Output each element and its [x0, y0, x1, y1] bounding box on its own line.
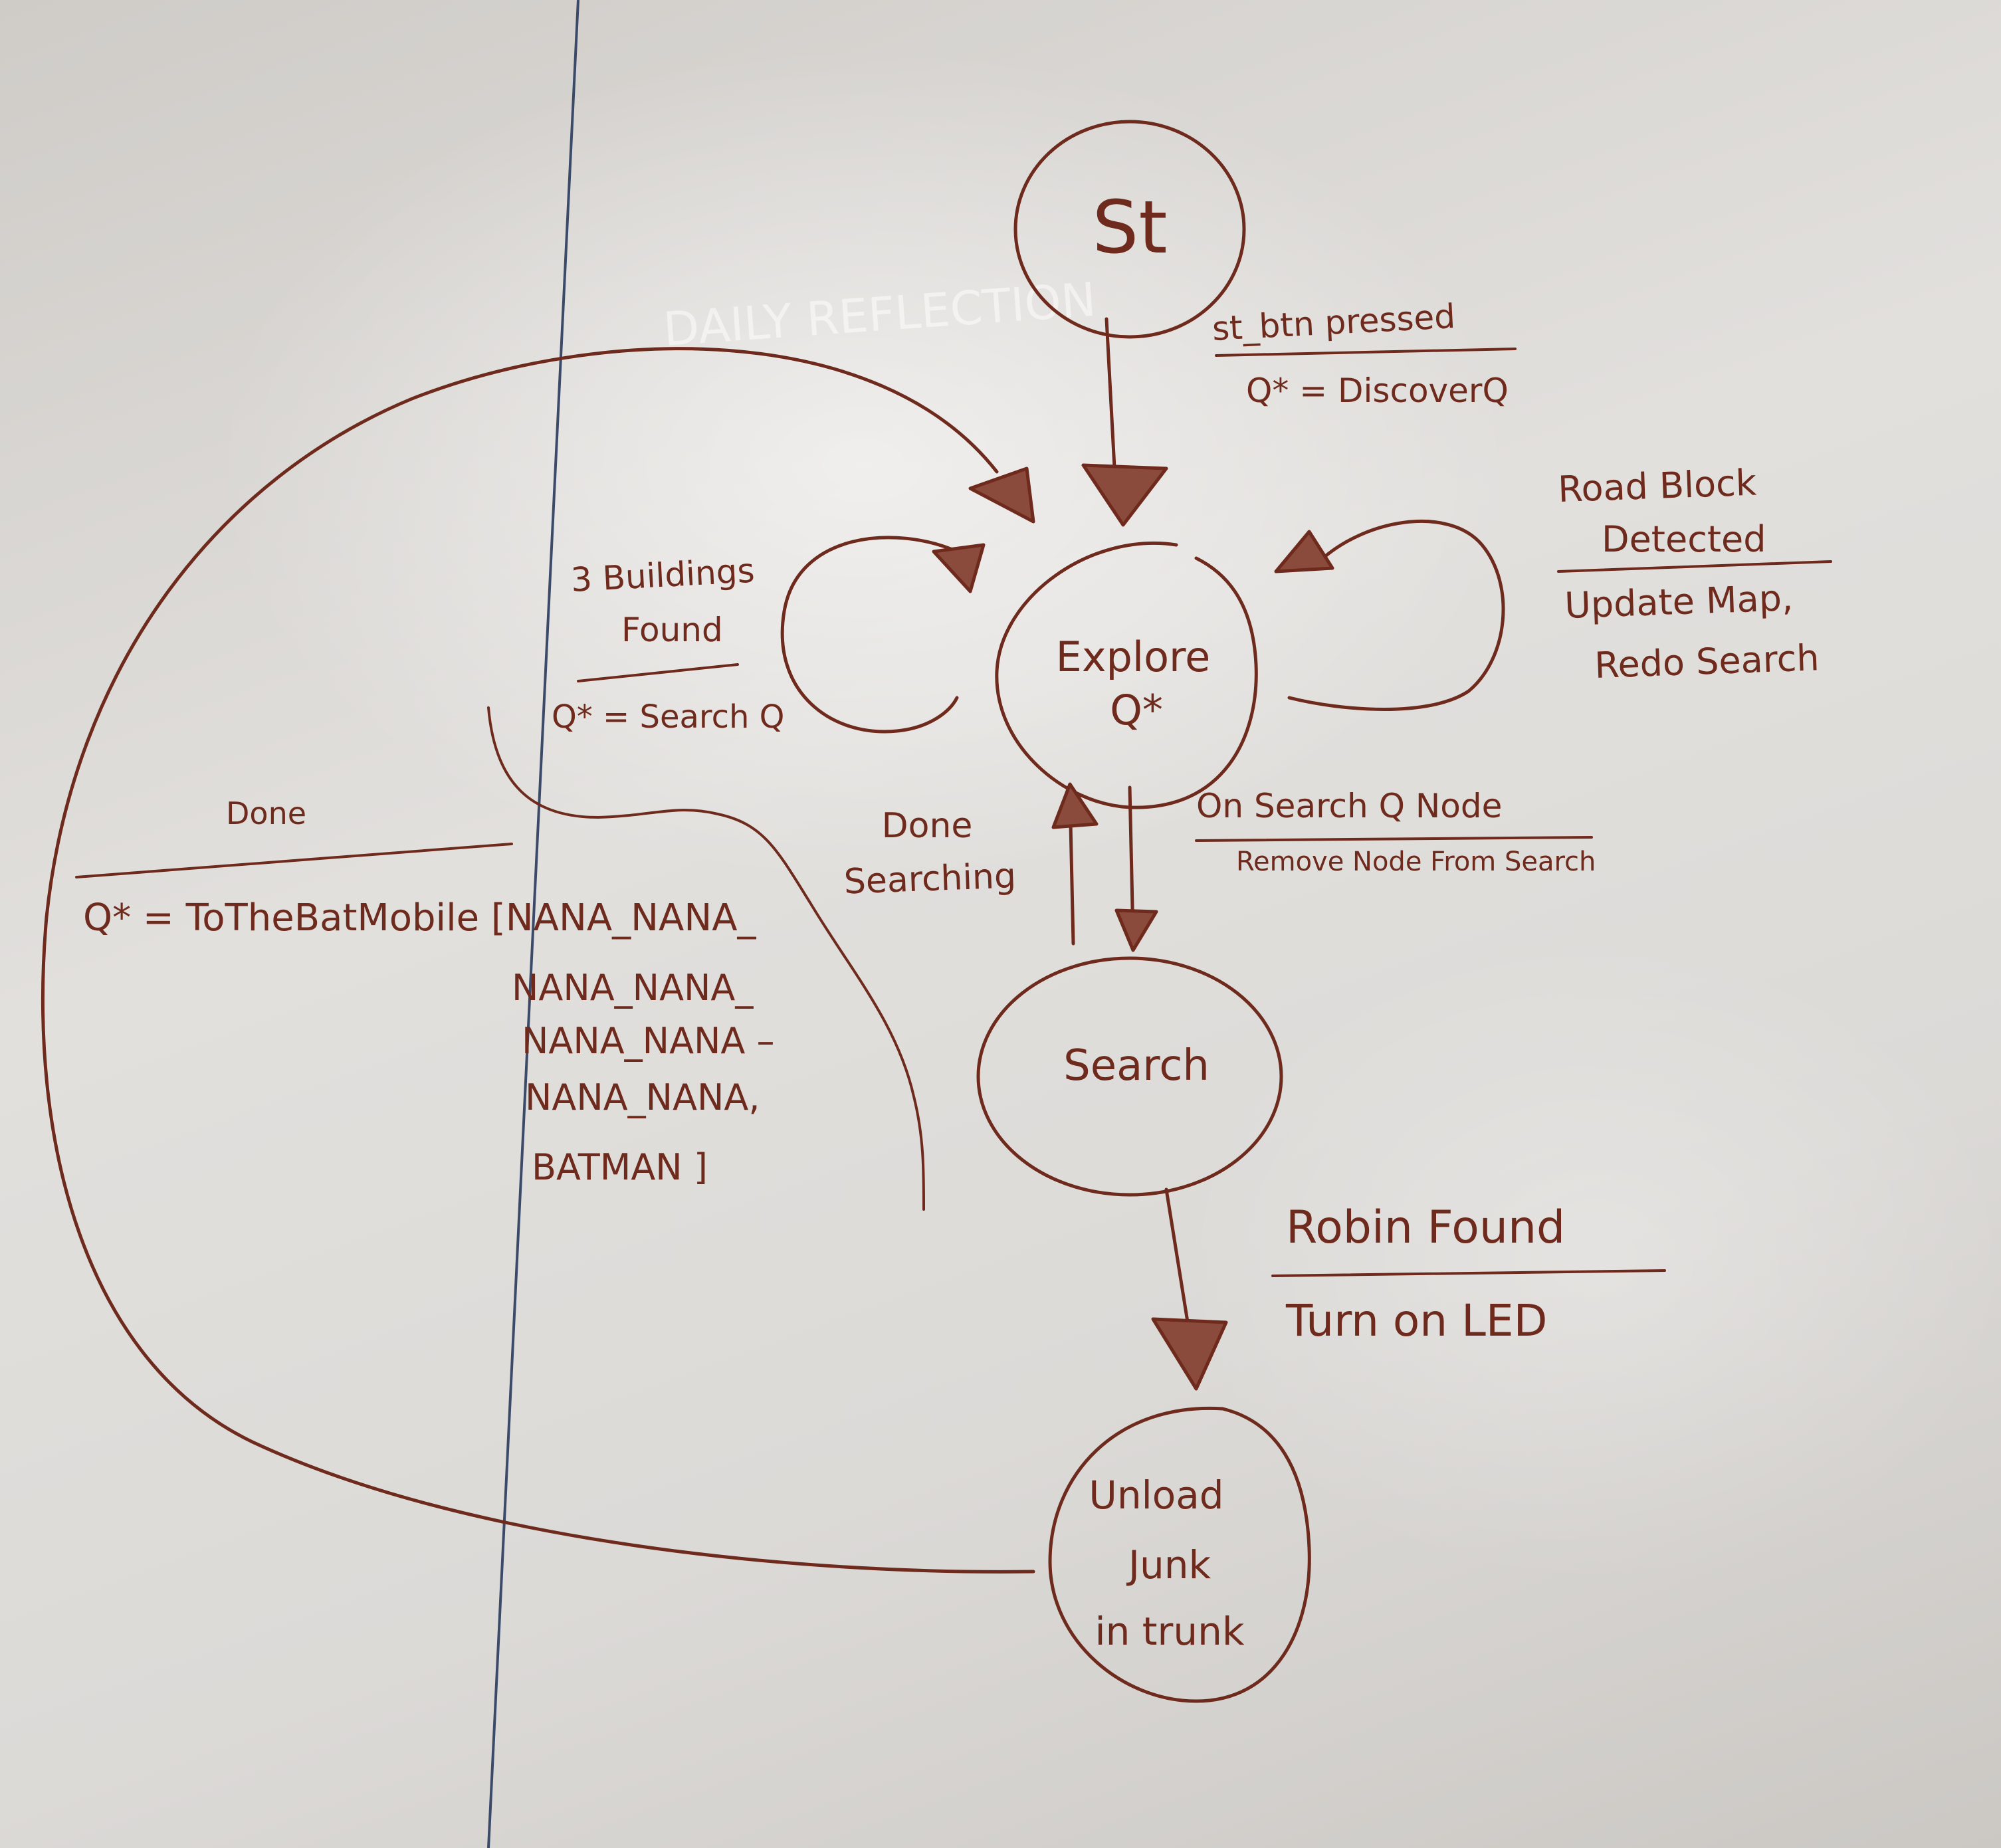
arrow-unload-to-explore	[41, 347, 1035, 1574]
arrowhead-search-to-explore	[1051, 782, 1099, 829]
divider-start-transition	[1215, 348, 1517, 357]
transition-explore-self-left: 3 Buildings Found Q* = Search Q	[552, 536, 986, 736]
label-remove-node: Remove Node From Search	[1236, 847, 1596, 877]
label-nana-line-1: NANA_NANA_	[512, 967, 754, 1009]
state-unload-circle	[1048, 1406, 1311, 1703]
label-turn-on-led: Turn on LED	[1285, 1295, 1547, 1346]
label-road-block: Road Block	[1557, 462, 1757, 510]
state-start-circle	[1013, 120, 1246, 339]
label-robin-found: Robin Found	[1286, 1201, 1565, 1254]
state-search-circle	[976, 956, 1283, 1197]
arrowhead-search-to-unload	[1151, 1317, 1228, 1391]
divider-explore-search	[1195, 836, 1593, 842]
transition-explore-to-search: On Search Q Node Remove Node From Search	[1114, 785, 1596, 952]
label-detected: Detected	[1602, 518, 1766, 560]
board-seam-line	[487, 0, 579, 1848]
label-discover-q: Q* = DiscoverQ	[1246, 371, 1509, 410]
label-to-the-batmobile: Q* = ToTheBatMobile [NANA_NANA_	[83, 896, 757, 940]
divider-robin-found	[1271, 1269, 1666, 1277]
arrowhead-self-loop-left	[932, 543, 986, 593]
label-3-buildings: 3 Buildings	[570, 552, 756, 599]
state-unload-label-1: Unload	[1089, 1473, 1223, 1518]
state-unload-label-2: Junk	[1126, 1542, 1211, 1588]
transition-search-to-unload: Robin Found Turn on LED	[1151, 1187, 1666, 1391]
state-search: Search	[976, 956, 1283, 1197]
label-nana-line-2: NANA_NANA –	[522, 1020, 775, 1062]
label-search-q: Q* = Search Q	[552, 698, 784, 736]
transition-explore-self-right: Road Block Detected Update Map, Redo Sea…	[1274, 462, 1832, 711]
arrow-self-loop-left	[780, 536, 959, 734]
arrowhead-start-to-explore	[1081, 463, 1168, 527]
label-redo-search: Redo Search	[1594, 637, 1820, 686]
label-batman: BATMAN ]	[532, 1146, 708, 1188]
transition-start-to-explore: st_btn pressed Q* = DiscoverQ	[1081, 297, 1517, 527]
arrowhead-self-loop-right	[1274, 530, 1334, 573]
label-on-search-q-node: On Search Q Node	[1196, 787, 1502, 825]
arrowhead-unload-to-explore	[968, 466, 1035, 524]
label-nana-line-3: NANA_NANA,	[525, 1077, 760, 1118]
divider-left-loop	[577, 663, 739, 682]
state-start-label: St	[1093, 185, 1168, 270]
label-searching: Searching	[843, 857, 1017, 902]
state-explore-label: Explore	[1056, 633, 1211, 681]
arrowhead-explore-to-search	[1114, 908, 1158, 952]
transition-unload-to-explore: Done Q* = ToTheBatMobile [NANA_NANA_ NAN…	[41, 347, 1035, 1574]
state-explore: Explore Q*	[995, 541, 1258, 809]
state-explore-circle	[995, 541, 1258, 809]
label-st-btn-pressed: st_btn pressed	[1211, 297, 1457, 348]
transition-search-to-explore: Done Searching	[843, 782, 1099, 946]
divider-big-loop	[75, 843, 513, 878]
label-update-map: Update Map,	[1564, 577, 1794, 627]
arrow-self-loop-right	[1287, 520, 1505, 711]
state-explore-var: Q*	[1110, 686, 1163, 734]
state-unload-label-3: in trunk	[1095, 1609, 1244, 1654]
label-found: Found	[621, 611, 723, 649]
state-unload: Unload Junk in trunk	[1048, 1406, 1311, 1703]
label-done: Done	[882, 806, 973, 846]
wavy-boundary-stroke	[487, 706, 925, 1211]
state-search-label: Search	[1063, 1041, 1210, 1090]
label-done-big-loop: Done	[226, 795, 306, 831]
divider-right-loop	[1557, 560, 1832, 573]
state-start: St	[1013, 120, 1246, 339]
